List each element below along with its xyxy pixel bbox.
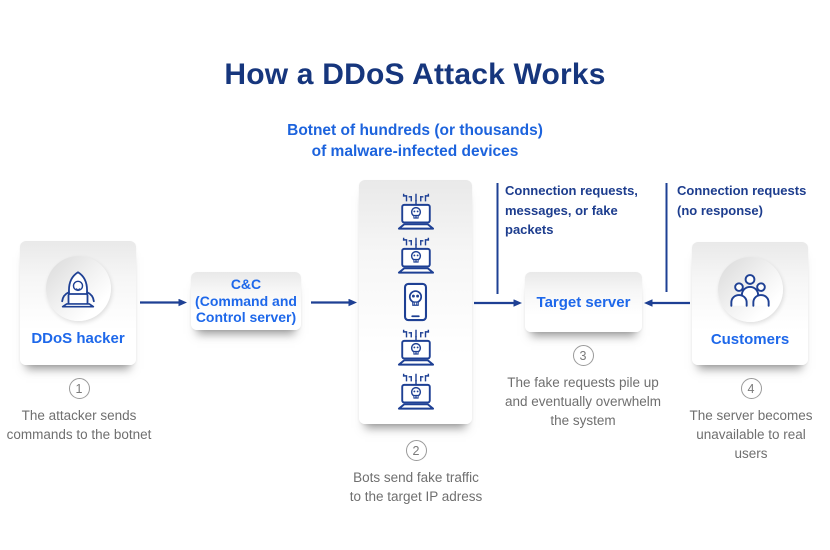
- step-text-line: The fake requests pile up: [507, 375, 659, 390]
- step-4: 4 The server becomes unavailable to real…: [672, 378, 830, 463]
- step-3-number-badge: 3: [572, 345, 594, 366]
- hacker-label: DDoS hacker: [31, 330, 125, 347]
- step-text-line: The attacker sends: [21, 408, 137, 423]
- customers-card: Customers: [692, 242, 808, 365]
- cnc-card: C&C (Command and Control server): [191, 272, 301, 330]
- annotation-line: Connection requests,: [505, 183, 638, 198]
- step-1-text: The attacker sends commands to the botne…: [7, 406, 152, 444]
- botnet-caption-line: of malware-infected devices: [311, 143, 519, 160]
- step-2: 2 Bots send fake traffic to the target I…: [337, 440, 495, 506]
- step-number: 3: [579, 348, 587, 363]
- cnc-label-line: (Command and: [195, 292, 297, 309]
- step-text-line: and eventually overwhelm: [504, 394, 662, 409]
- hooded-hacker-icon: [56, 270, 100, 308]
- customers-label: Customers: [710, 331, 790, 348]
- step-number: 1: [75, 381, 83, 396]
- annotation-line: (no response): [677, 202, 763, 218]
- step-3: 3 The fake requests pile up and eventual…: [501, 345, 665, 430]
- step-1: 1 The attacker sends commands to the bot…: [1, 378, 157, 444]
- step-number: 2: [412, 443, 420, 458]
- step-1-number-badge: 1: [68, 378, 90, 399]
- step-text-line: users: [734, 446, 768, 461]
- cnc-label-line: Control server): [195, 309, 297, 326]
- hacker-card: DDoS hacker: [20, 241, 136, 365]
- step-text-line: unavailable to real: [696, 427, 806, 442]
- step-4-text: The server becomes unavailable to real u…: [689, 406, 812, 463]
- annotation-line: messages, or fake: [505, 202, 618, 218]
- annotation-fake-requests: Connection requests, messages, or fake p…: [505, 181, 640, 240]
- infected-laptop-icon: [395, 329, 437, 367]
- hacker-avatar-circle: [45, 256, 111, 321]
- cnc-label: C&C (Command and Control server): [195, 276, 297, 326]
- page-title: How a DDoS Attack Works: [224, 58, 606, 91]
- step-number: 4: [747, 381, 755, 396]
- annotation-line: packets: [505, 222, 554, 237]
- step-2-number-badge: 2: [405, 440, 427, 461]
- target-server-card: Target server: [525, 272, 642, 332]
- step-text-line: to the target IP adress: [349, 489, 483, 504]
- botnet-caption: Botnet of hundreds (or thousands) of mal…: [0, 120, 830, 162]
- user-group-icon: [728, 271, 772, 308]
- infected-laptop-icon: [395, 237, 437, 275]
- customers-avatar-circle: [717, 257, 783, 322]
- step-text-line: Bots send fake traffic: [353, 470, 479, 485]
- infected-laptop-icon: [395, 193, 437, 231]
- annotation-no-response: Connection requests (no response): [677, 181, 822, 220]
- step-text-line: commands to the botnet: [6, 427, 152, 442]
- cnc-label-line: C&C: [230, 276, 262, 293]
- step-text-line: the system: [550, 413, 616, 428]
- infected-phone-icon: [403, 282, 428, 322]
- target-server-label: Target server: [536, 293, 631, 311]
- annotation-line: Connection requests: [677, 183, 807, 198]
- step-3-text: The fake requests pile up and eventually…: [505, 373, 661, 430]
- step-2-text: Bots send fake traffic to the target IP …: [350, 468, 483, 506]
- step-4-number-badge: 4: [740, 378, 762, 399]
- infected-laptop-icon: [395, 373, 437, 411]
- step-text-line: The server becomes: [689, 408, 813, 423]
- botnet-caption-line: Botnet of hundreds (or thousands): [287, 122, 543, 139]
- botnet-card: [359, 180, 472, 424]
